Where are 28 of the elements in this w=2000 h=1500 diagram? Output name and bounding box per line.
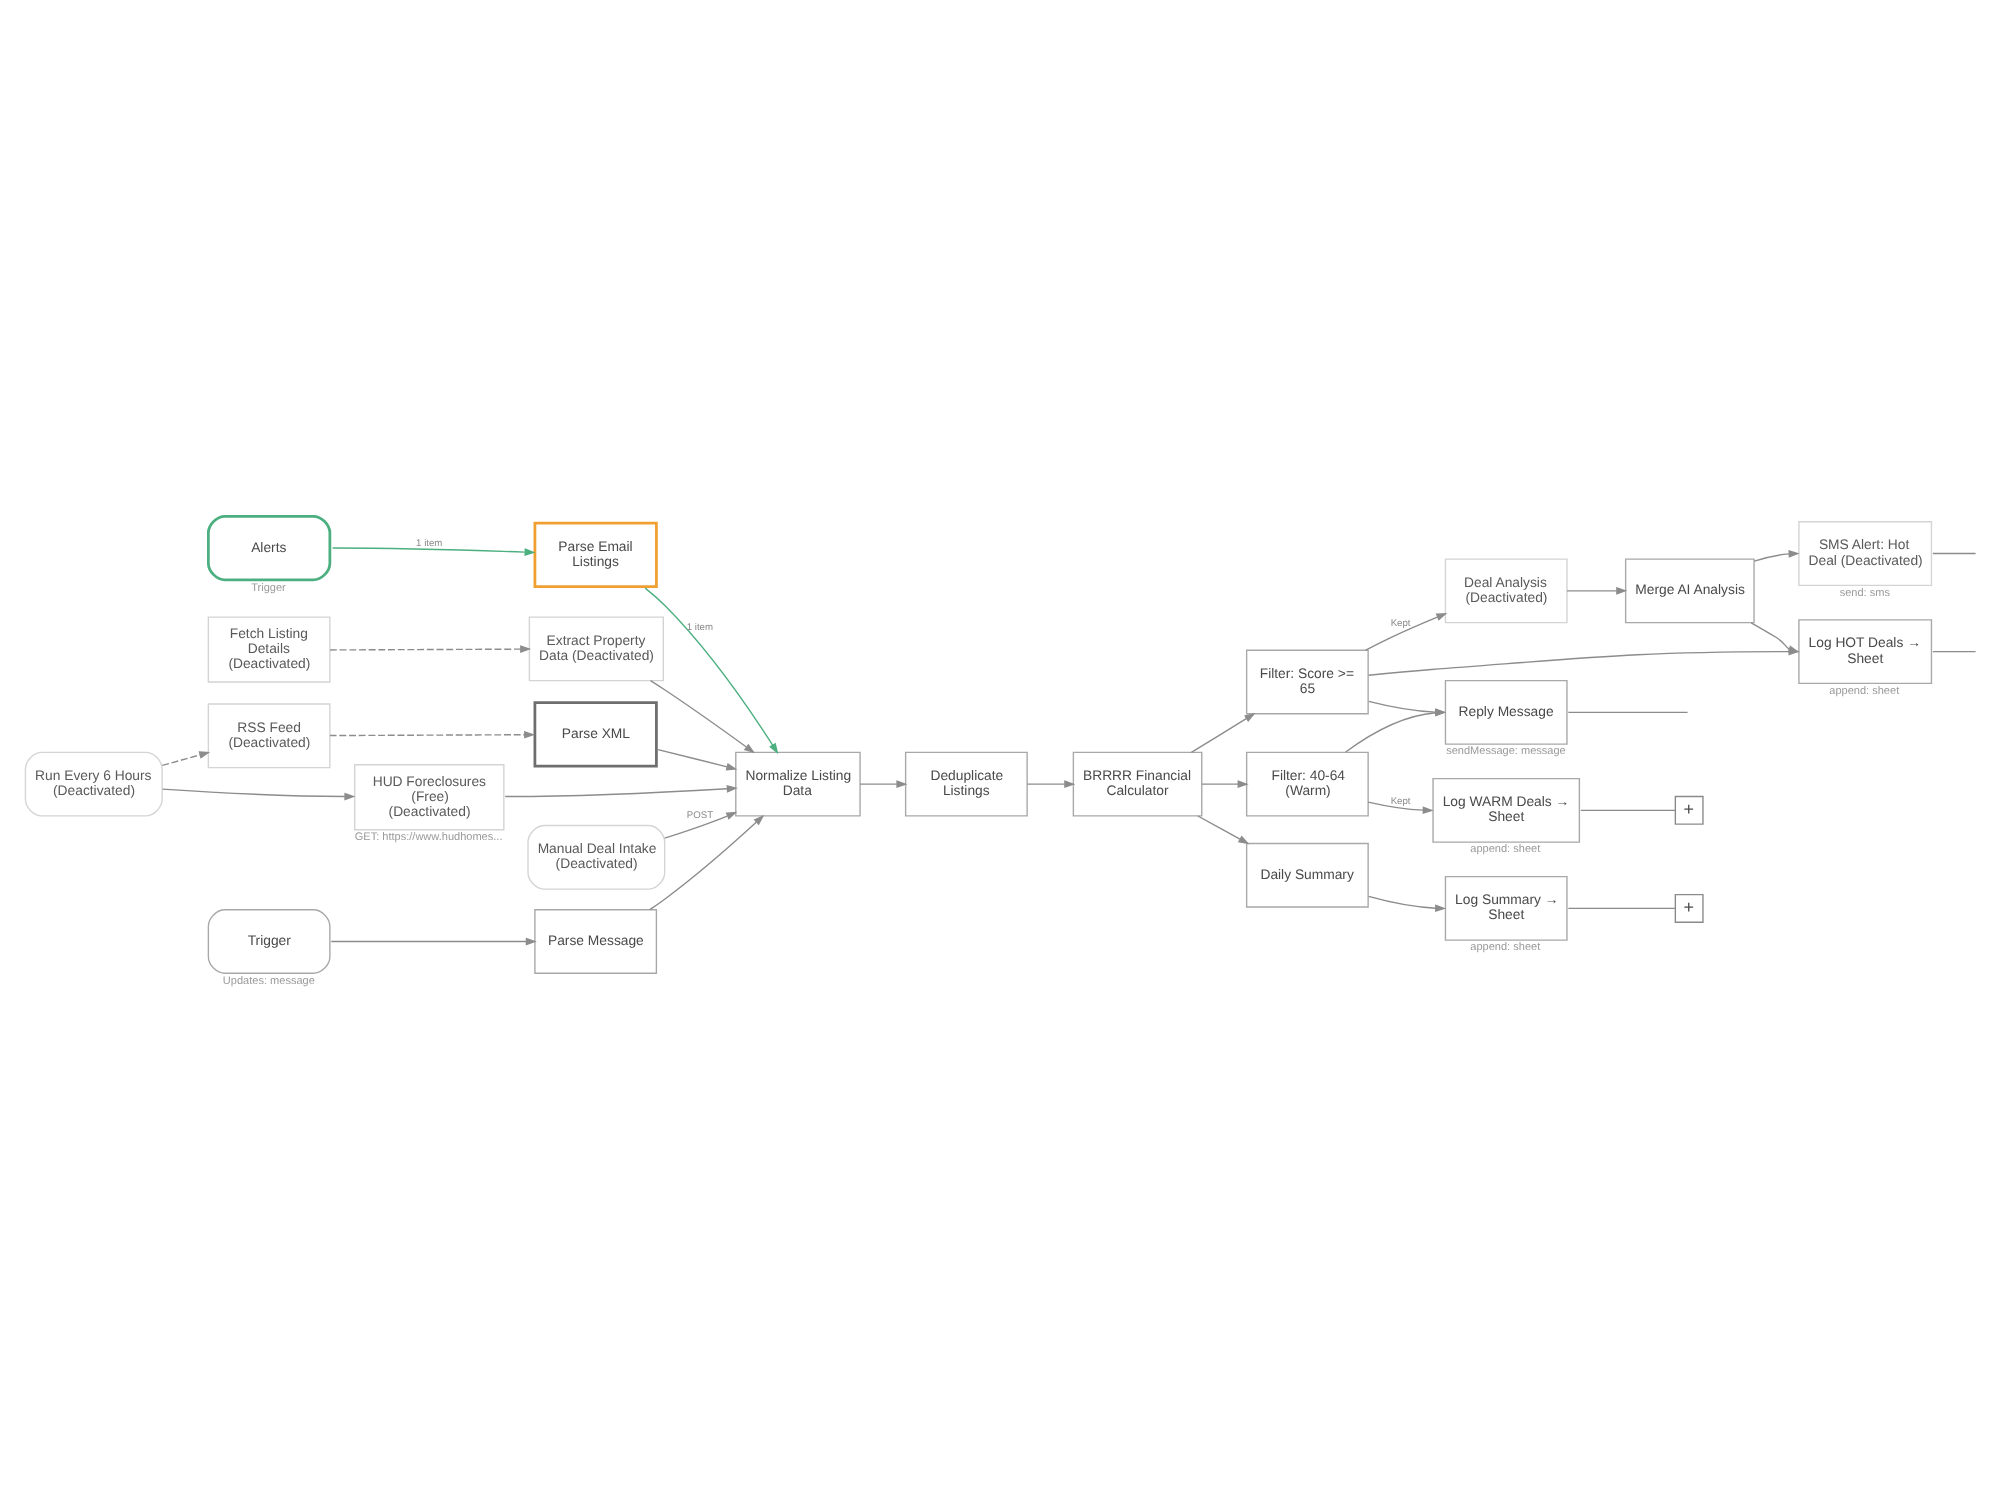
connector [1567, 906, 1676, 909]
connector [1580, 808, 1676, 811]
arrow [329, 644, 532, 653]
arrow [644, 586, 779, 754]
arrow [161, 787, 356, 800]
arrow [329, 729, 536, 738]
arrow [649, 813, 765, 910]
arrow [649, 678, 756, 753]
arrow [859, 779, 908, 787]
arrow [1201, 779, 1249, 787]
arrow [331, 546, 536, 555]
arrow [161, 750, 211, 766]
arrow [1753, 549, 1800, 561]
arrow [504, 783, 738, 797]
arrow [1365, 611, 1448, 650]
arrow [657, 747, 738, 770]
arrow [1367, 800, 1434, 814]
arrow [1750, 621, 1800, 652]
arrow [330, 936, 537, 945]
arrow [1190, 711, 1256, 753]
arrow [664, 810, 738, 838]
arrow [1566, 585, 1628, 594]
arrow [1026, 779, 1076, 787]
arrow [1367, 894, 1447, 912]
connector [1567, 710, 1689, 713]
arrow [1197, 814, 1250, 844]
connector [1932, 551, 1977, 554]
connector [1932, 649, 1977, 652]
